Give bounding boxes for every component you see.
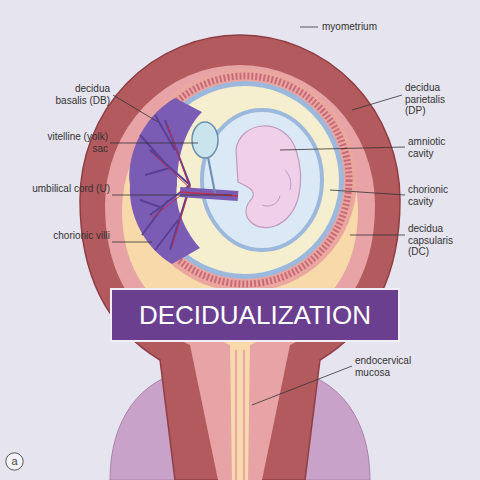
decidua-parietalis-layer — [105, 65, 375, 480]
embryo-detail — [262, 170, 291, 206]
part-label: decidua parietalis (DP) — [405, 82, 467, 117]
leader-line — [280, 147, 405, 150]
leader-line — [300, 27, 318, 28]
leader-line — [350, 235, 405, 236]
part-label: decidua basalis (DB) — [48, 83, 110, 106]
embryo — [236, 126, 301, 228]
endocervical-fold — [243, 350, 245, 480]
circle-outline-shape — [6, 453, 23, 470]
leader-line — [252, 366, 352, 405]
figure-letter: a — [5, 452, 24, 471]
leader-line — [112, 195, 232, 196]
title-banner: DECIDUALIZATION — [110, 288, 400, 342]
yolk-stalk — [208, 157, 215, 193]
amniotic-cavity — [202, 110, 322, 250]
part-label: decidua capsularis (DC) — [408, 223, 474, 258]
leader-lines — [110, 27, 405, 405]
part-label: myometrium — [322, 21, 412, 33]
endocervical-fold — [235, 350, 237, 480]
villi-vessels — [152, 124, 190, 247]
part-label: endocervical mucosa — [355, 355, 435, 378]
leader-line — [110, 143, 198, 144]
leader-line — [352, 95, 402, 110]
decidua-basalis-villi — [129, 98, 202, 264]
part-label: amniotic cavity — [408, 136, 470, 159]
leader-line — [112, 242, 152, 243]
leader-line — [113, 95, 158, 122]
yolk-sac — [192, 122, 218, 158]
part-label: chorionic villi — [40, 230, 110, 242]
figure-letter-circle: a — [5, 452, 24, 471]
part-label: chorionic cavity — [408, 184, 470, 207]
leader-line — [330, 190, 405, 195]
villi-branches — [140, 115, 190, 250]
part-label: vitelline (yolk) sac — [36, 131, 108, 154]
myometrium-wall — [80, 35, 400, 480]
part-label: umbilical cord (U) — [28, 183, 110, 195]
